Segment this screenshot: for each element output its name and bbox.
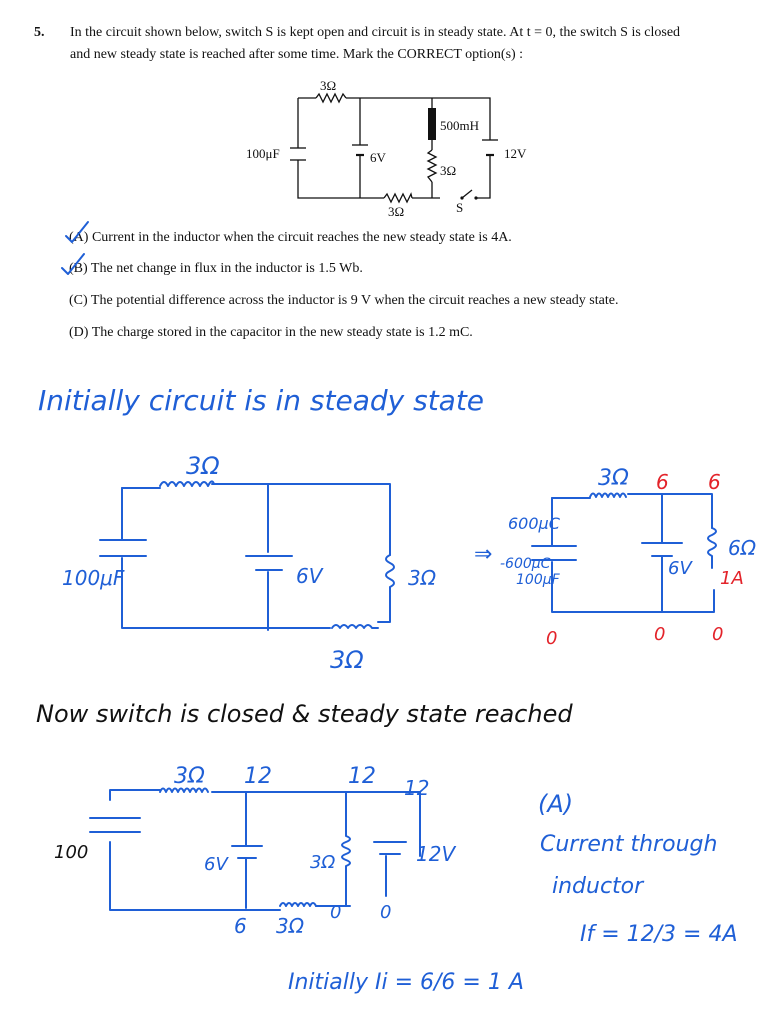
hw-c1-r-bottom: 3Ω [330,646,364,674]
question-stem: In the circuit shown below, switch S is … [70,22,730,66]
hw-ans-formula: If = 12/3 = 4A [580,922,738,947]
label-battery-12v: 12V [504,146,527,161]
hw-c2-cap-top: 600μC [508,514,560,533]
hw-initial-formula: Initially Ii = 6/6 = 1 A [288,970,524,995]
question-number: 5. [34,25,45,40]
label-battery-6v: 6V [370,150,387,165]
hw-ans-label: (A) [538,790,574,818]
label-inductor: 500mH [440,118,479,133]
hw-c2-zero1: 0 [546,628,558,649]
label-capacitor: 100μF [246,146,280,161]
option-a: (A) Current in the inductor when the cir… [69,230,512,245]
hw-c2-node2: 6 [708,470,721,494]
hw-c2-bat: 6V [668,558,692,579]
hw-c2-current: 1A [720,568,744,589]
option-c: (C) The potential difference across the … [69,293,619,308]
label-r-top: 3Ω [320,78,336,93]
question-stem-line1: In the circuit shown below, switch S is … [70,25,681,40]
label-r-mid: 3Ω [440,163,456,178]
option-b: (B) The net change in flux in the induct… [69,261,363,276]
tick-option-b [61,253,85,275]
label-r-bottom: 3Ω [388,204,404,219]
hw-c3-bat12: 12V [416,842,456,866]
hw-c2-r-right: 6Ω [728,536,757,560]
hw-c1-bat: 6V [296,564,323,588]
hw-c3-12a: 12 [244,764,272,789]
tick-option-a [65,221,89,243]
hw-line2: Now switch is closed & steady state reac… [36,700,573,728]
hw-c2-zero3: 0 [712,624,724,645]
hw-c3-6: 6 [234,914,247,938]
hw-c2-r-top: 3Ω [598,466,629,491]
hw-c3-r-top: 3Ω [174,764,205,789]
hw-c3-12b: 12 [348,764,376,789]
hw-c1-r-right: 3Ω [408,566,437,590]
hw-line1: Initially circuit is in steady state [38,384,485,417]
hw-c3-r-bottom: 3Ω [276,914,305,938]
hw-ans-line2: inductor [552,874,644,899]
hw-c2-node1: 6 [656,470,669,494]
hw-c3-12c: 12 [404,776,430,800]
hw-c2-zero2: 0 [654,624,666,645]
hw-c2-arrow: ⇒ [474,542,493,567]
question-stem-line2: and new steady state is reached after so… [70,47,524,62]
hw-c1-cap: 100μF [62,566,125,590]
hw-c2-cap-val: 100μF [516,572,560,588]
label-switch: S [456,200,463,215]
hw-c3-bat6: 6V [204,854,228,875]
option-d: (D) The charge stored in the capacitor i… [69,325,473,340]
hw-c3-zero2: 0 [380,902,392,923]
hw-c3-cap: 100 [54,842,89,863]
hw-c2-cap-bottom: -600μC [500,556,551,572]
hw-c3-r-mid: 3Ω [310,852,336,873]
hw-c1-r-top: 3Ω [186,452,220,480]
hw-c3-zero1: 0 [330,902,342,923]
hw-ans-line1: Current through [540,832,718,857]
